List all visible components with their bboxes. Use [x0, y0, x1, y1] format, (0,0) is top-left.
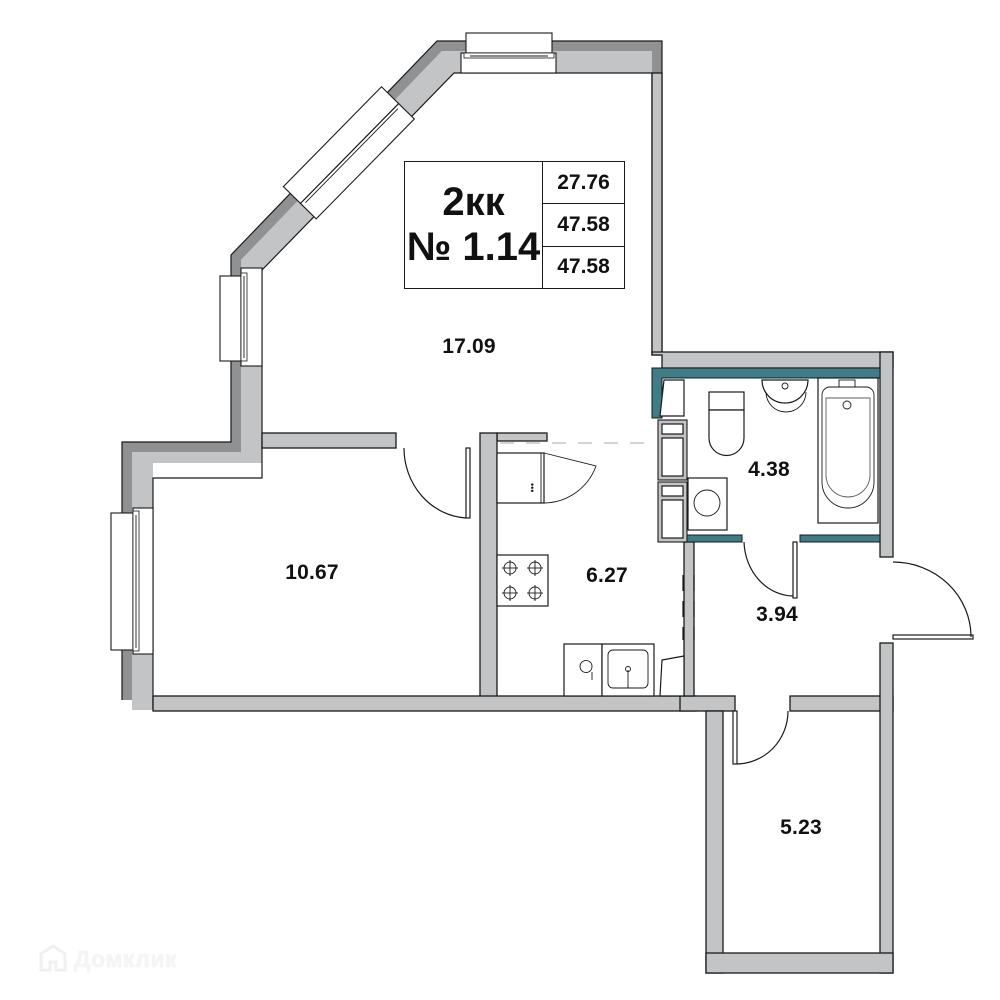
- door-storage: [732, 710, 789, 765]
- apartment-type: 2кк: [442, 180, 505, 224]
- room-area-hallway: 3.94: [756, 603, 798, 626]
- room-area-bathroom: 4.38: [748, 458, 790, 481]
- total-area-value: 47.58: [543, 204, 624, 247]
- window-diagonal: [282, 85, 416, 220]
- apartment-id: 2кк № 1.14: [405, 162, 543, 288]
- watermark: Домклик: [38, 944, 177, 974]
- fridge: •••: [496, 452, 597, 504]
- stove: [496, 554, 549, 607]
- bathroom-sink: [761, 379, 809, 413]
- toilet: [708, 391, 745, 457]
- kitchen-sink: [563, 643, 685, 697]
- area-summary: 27.76 47.58 47.58: [543, 162, 624, 288]
- door-bathroom: [743, 541, 798, 599]
- interior-walls: [152, 72, 894, 974]
- room-area-bedroom: 10.67: [285, 561, 339, 584]
- room-area-living-room: 17.09: [442, 335, 496, 358]
- window-top: [460, 32, 557, 74]
- room-area-kitchen: 6.27: [586, 564, 628, 587]
- bathtub: [817, 377, 879, 524]
- door-bedroom: [403, 447, 471, 519]
- kitchen-hallway-opening: [682, 575, 695, 640]
- apartment-number: № 1.14: [406, 225, 541, 269]
- watermark-text: Домклик: [74, 945, 177, 972]
- house-logo-icon: [39, 944, 67, 972]
- door-entrance: [892, 561, 974, 640]
- ventilation-shafts: [657, 379, 688, 543]
- room-area-storage: 5.23: [780, 816, 822, 839]
- total-area-with-balcony-value: 47.58: [557, 255, 610, 279]
- washing-machine: [687, 477, 728, 531]
- apartment-info-box: 2кк № 1.14 27.76 47.58 47.58: [404, 161, 625, 289]
- living-area-value: 27.76: [543, 162, 624, 205]
- window-left-lower: [110, 507, 154, 655]
- window-left-upper: [219, 267, 263, 367]
- svg-text:•••: •••: [527, 483, 537, 492]
